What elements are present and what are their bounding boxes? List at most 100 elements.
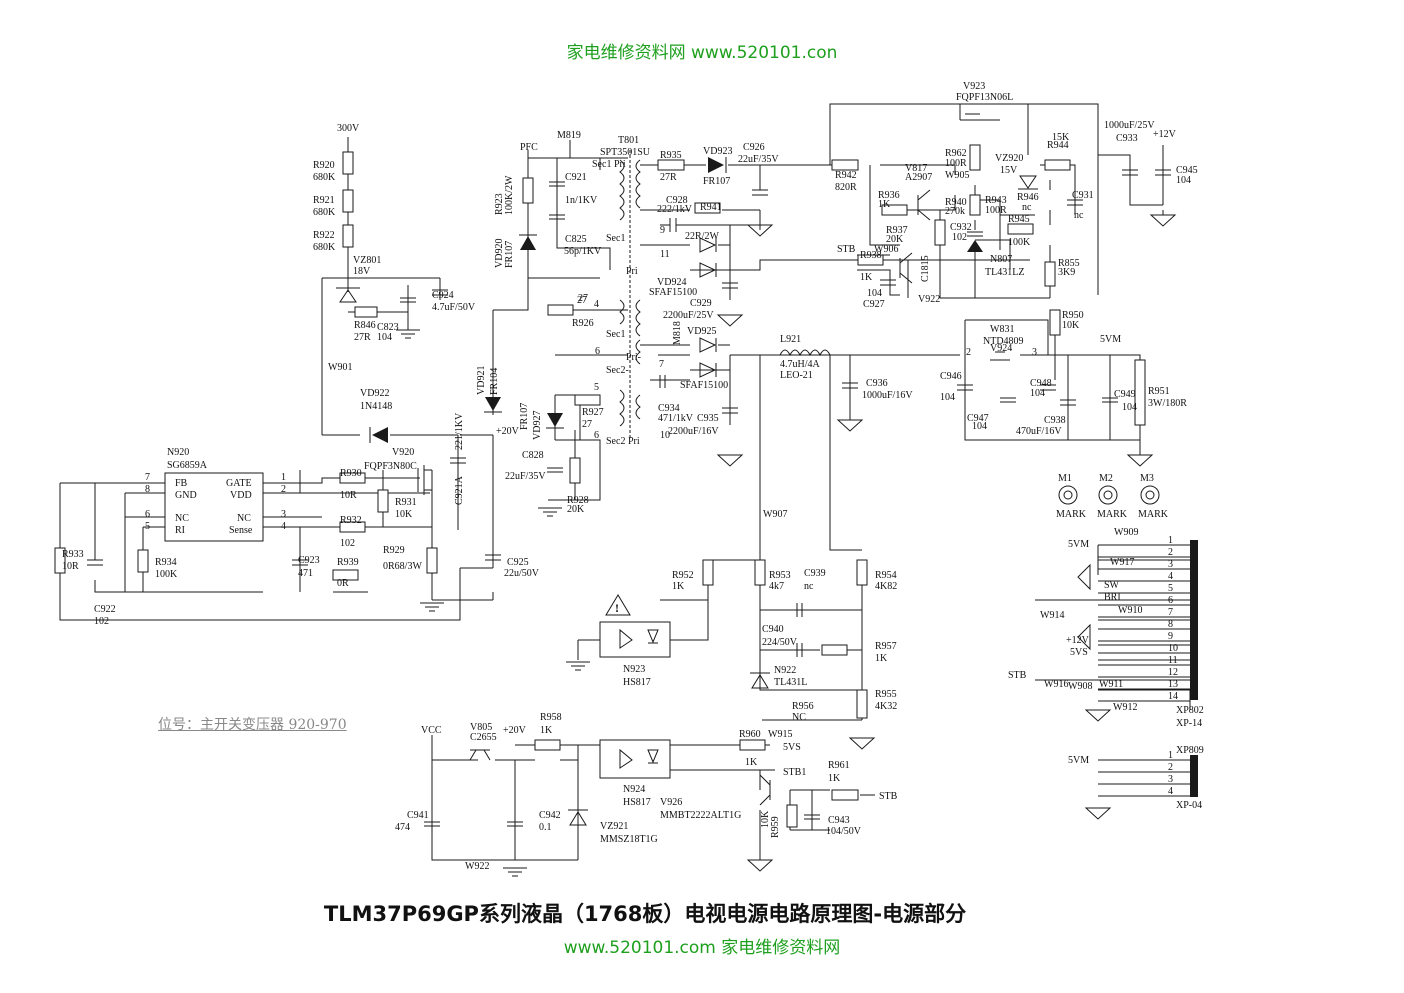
label-c936v: 1000uF/16V (862, 390, 913, 401)
label-r930: R930 (340, 468, 362, 479)
label-c948: C948 (1030, 378, 1052, 389)
label-v922: V922 (918, 294, 940, 305)
resistor-r962 (969, 144, 981, 171)
capacitor-c925 (485, 554, 501, 561)
label-c939v: nc (804, 581, 814, 592)
ground-icon (1084, 709, 1112, 722)
label-n6: 6 (595, 346, 600, 357)
label-c933v: 1000uF/25V (1104, 120, 1155, 131)
ground-icon (746, 859, 774, 872)
label-r958: R958 (540, 712, 562, 723)
resistor-r855 (1044, 261, 1056, 287)
label-c943v: 104/50V (826, 826, 862, 837)
label-c932: C932 (950, 222, 972, 233)
diode-vd924a (699, 237, 717, 253)
label-fb: FB (175, 478, 188, 489)
label-l921w: LEO-21 (780, 370, 813, 381)
label-r955v: 4K32 (875, 701, 897, 712)
label-c949: C949 (1114, 389, 1136, 400)
label-c929: C929 (690, 298, 712, 309)
label-r920: R920 (313, 160, 335, 171)
connector-xp809-body (1190, 755, 1198, 797)
ground-icon (1126, 454, 1154, 467)
resistor-r943 (969, 194, 981, 216)
label-w917: W917 (1110, 557, 1134, 568)
label-r929v: 0R68/3W (383, 561, 422, 572)
label-v805v: C2655 (470, 732, 497, 743)
label-mark1: MARK (1056, 509, 1087, 520)
capacitors (87, 169, 1171, 827)
label-nc1: NC (175, 513, 189, 524)
label-vz920v: 15V (1000, 165, 1018, 176)
label-sense: Sense (229, 525, 253, 536)
optocoupler-n923 (599, 621, 671, 658)
resistor-r935 (657, 159, 685, 171)
transistor-v805 (469, 749, 491, 761)
label-n920: N920 (167, 447, 189, 458)
ground-icon (716, 314, 744, 327)
capacitor-c825 (549, 214, 565, 220)
label-plus20b: +20V (503, 725, 527, 736)
label-r938v: 1K (860, 272, 873, 283)
resistor-r939 (332, 569, 359, 581)
label-r929: R929 (383, 545, 405, 556)
label-c922v: 102 (94, 616, 109, 627)
resistor-r952 (702, 559, 714, 586)
ground-icon (1077, 563, 1091, 591)
label-c947: C947 (967, 413, 989, 424)
label-pfc: PFC (520, 142, 538, 153)
label-v817v: A2907 (905, 172, 932, 183)
label-w831v: NTD4809 (983, 336, 1024, 347)
xp802-pin-number: 7 (1168, 607, 1173, 618)
label-r956: R956 (792, 701, 814, 712)
xp802-pin-number: 14 (1168, 691, 1178, 702)
label-w907: W907 (763, 509, 787, 520)
label-vcc: VCC (421, 725, 442, 736)
label-c941v: 474 (395, 822, 410, 833)
resistor-r941 (694, 202, 721, 214)
label-v920v: FQPF3N80C (364, 461, 417, 472)
label-r959: R959 (770, 816, 781, 838)
header-watermark: 家电维修资料网 www.520101.con (566, 43, 838, 63)
label-r926: R926 (572, 318, 594, 329)
transformer-t801 (619, 150, 641, 440)
label-r928: R928 (567, 495, 589, 506)
label-r937v: 20K (886, 234, 904, 245)
label-r931v: 10K (395, 509, 413, 520)
label-r942: R942 (835, 170, 857, 181)
ground-icon (396, 329, 420, 339)
transistor-v922 (899, 252, 913, 284)
label-vz801: VZ801 (353, 255, 381, 266)
label-plus20a: +20V (496, 426, 520, 437)
resistor-r927 (574, 394, 601, 406)
label-w831: W831 (990, 324, 1014, 335)
label-r927: R927 (582, 407, 604, 418)
svg-text:!: ! (615, 601, 619, 615)
label-n807: N807 (990, 254, 1012, 265)
label-p7: 7 (145, 472, 150, 483)
label-r955: R955 (875, 689, 897, 700)
label-xp809: XP809 (1176, 745, 1204, 756)
label-w905: W905 (945, 170, 969, 181)
label-5vm3: 5VM (1068, 755, 1089, 766)
label-vd925: VD925 (687, 326, 716, 337)
xp802-pin-number: 9 (1168, 631, 1173, 642)
label-c925: C925 (507, 557, 529, 568)
capacitor-c934 (659, 375, 666, 388)
label-l921: L921 (780, 334, 801, 345)
label-r931: R931 (395, 497, 417, 508)
label-vd921v: FR104 (489, 368, 500, 395)
label-r935: R935 (660, 150, 682, 161)
label-r960: R960 (739, 729, 761, 740)
label-vz921: VZ921 (600, 821, 628, 832)
label-t801: T801 (618, 135, 639, 146)
label-n3: 3 (1032, 347, 1037, 358)
label-c934: C934 (658, 403, 680, 414)
label-v920: V920 (392, 447, 414, 458)
xp802-pin-number: 1 (1168, 535, 1173, 546)
label-r923: R923 (494, 193, 505, 215)
label-p8: 8 (145, 484, 150, 495)
label-r934: R934 (155, 557, 177, 568)
